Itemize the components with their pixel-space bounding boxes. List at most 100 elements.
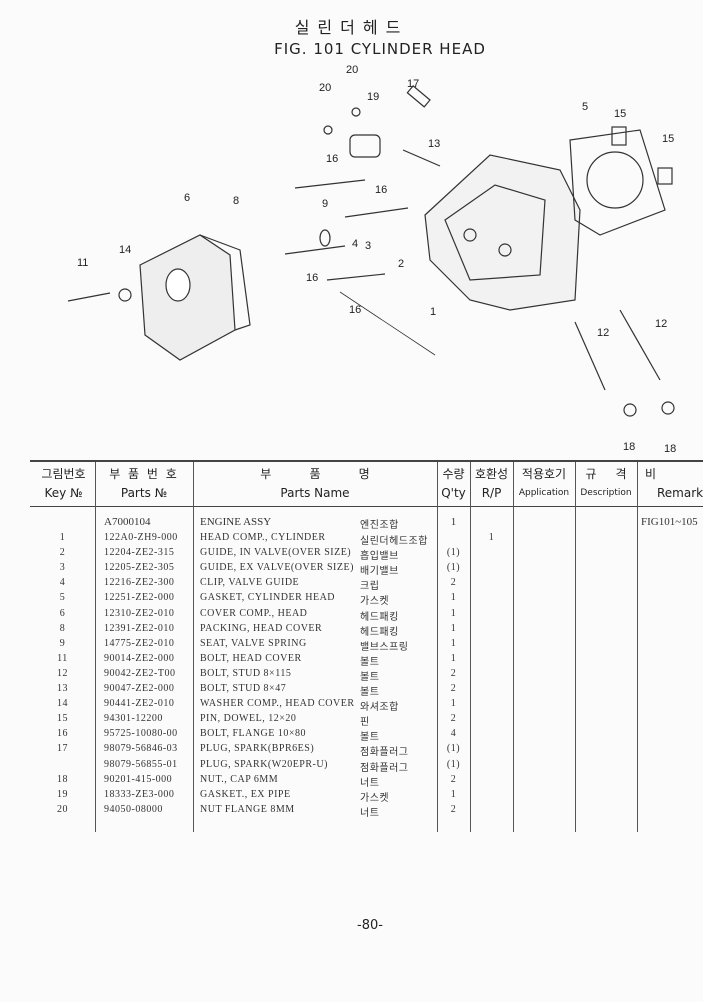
cell-rp: 1 [488,532,495,543]
cell-part: 90201-415-000 [104,773,173,785]
cell-key: 12 [57,667,68,679]
callout-label: 12 [655,318,668,330]
callout-label: 1 [430,306,437,318]
cell-ko: 볼트 [360,671,380,683]
cell-name: PLUG, SPARK(BPR6ES) [200,743,315,755]
callout-label: 16 [326,153,339,165]
cell-key: 2 [59,547,66,559]
cell-key: 18 [57,773,68,785]
cell-ko: 너트 [360,777,380,789]
cell-ko: 가스켓 [360,596,390,608]
cell-qty: 1 [450,607,457,619]
callout-label: 16 [349,304,362,316]
callout-label: 18 [623,441,636,453]
cell-ko: 가스켓 [360,792,390,804]
cell-key: 20 [57,803,68,815]
cell-key: 13 [57,683,68,694]
cell-name: GUIDE, IN VALVE(OVER SIZE) [200,547,352,559]
callout-label: 16 [375,184,388,196]
table-row: 2 12204-ZE2-315 GUIDE, IN VALVE(OVER SIZE)… [0,547,703,562]
cell-name: GUIDE, EX VALVE(OVER SIZE) [200,562,354,574]
callout-label: 15 [662,133,675,145]
table-row: 98079-56855-01 PLUG, SPARK(W20EPR-U) 점화플러그… [0,759,703,774]
callout-label: 12 [597,327,610,339]
cell-name: GASKET, CYLINDER HEAD [200,592,336,604]
cell-key: 4 [59,577,66,589]
header-qty-en: Q'ty [441,486,466,500]
callout-label: 14 [119,244,132,256]
header-key-ko: 그림번호 [41,467,86,481]
cell-ko: 점화플러그 [360,762,409,774]
cell-ko: 점화플러그 [360,747,409,759]
column-divider [193,462,194,832]
header-description-ko: 규 격 [585,467,627,481]
cell-ko: 엔진조합 [360,520,399,531]
cell-qty: 4 [450,728,457,740]
cell-part: 12251-ZE2-000 [104,592,175,604]
cell-ko: 와셔조합 [360,702,399,714]
header-parts-name-en: Parts Name [280,486,350,500]
cell-ko: 밸브스프링 [360,641,409,653]
column-divider [470,462,471,832]
cell-ko: 볼트 [360,687,380,698]
column-divider [575,462,576,832]
header-parts-no-en: Parts № [120,486,168,500]
cell-ko: 헤드패킹 [360,626,399,638]
cell-qty: 2 [450,713,457,725]
cell-name: BOLT, HEAD COVER [200,652,302,664]
header-description-en: Description [580,488,632,498]
cell-name: NUT., CAP 6MM [200,773,279,785]
callout-label: 6 [184,192,191,204]
cell-key: 19 [57,788,68,800]
header-application-ko: 적용호기 [521,467,567,481]
cell-name: GASKET., EX PIPE [200,788,291,800]
column-divider [437,462,438,832]
cell-name: SEAT, VALVE SPRING [200,637,307,649]
cell-key: 17 [57,743,68,755]
cell-part: 90047-ZE2-000 [104,683,175,694]
callout-label: 16 [306,272,319,284]
column-divider [637,462,638,832]
cell-part: 90014-ZE2-000 [104,652,175,664]
callout-label: 5 [582,101,589,113]
cell-name: COVER COMP., HEAD [200,607,308,619]
cell-name: PLUG, SPARK(W20EPR-U) [200,758,328,770]
page-number: -80- [357,918,383,933]
figure-title: FIG. 101 CYLINDER HEAD [274,40,486,58]
cell-name: CLIP, VALVE GUIDE [200,577,300,589]
cell-ko: 너트 [360,807,380,819]
cell-key: 6 [59,607,66,619]
cell-key: 3 [59,562,66,574]
cell-key: 8 [59,622,66,634]
cell-part: 12204-ZE2-315 [104,547,175,559]
cell-qty: (1) [446,758,461,770]
cell-key: 11 [57,652,68,664]
cell-ko: 핀 [360,717,370,729]
header-key-en: Key № [44,486,83,500]
cell-qty: 1 [450,637,457,649]
cell-part: 122A0-ZH9-000 [104,532,178,543]
header-rp-en: R/P [481,486,502,500]
cell-qty: (1) [446,562,461,574]
cell-part: 98079-56855-01 [104,758,178,770]
cell-qty: 1 [450,516,457,528]
cell-part: 95725-10080-00 [104,728,178,740]
cell-name: PIN, DOWEL, 12×20 [200,713,297,725]
cell-ko: 실린더헤드조합 [360,536,428,547]
cell-part: 12216-ZE2-300 [104,577,175,589]
cell-ko: 흡입밸브 [360,551,399,563]
cell-key: 15 [57,713,68,725]
callout-label: 15 [614,108,627,120]
